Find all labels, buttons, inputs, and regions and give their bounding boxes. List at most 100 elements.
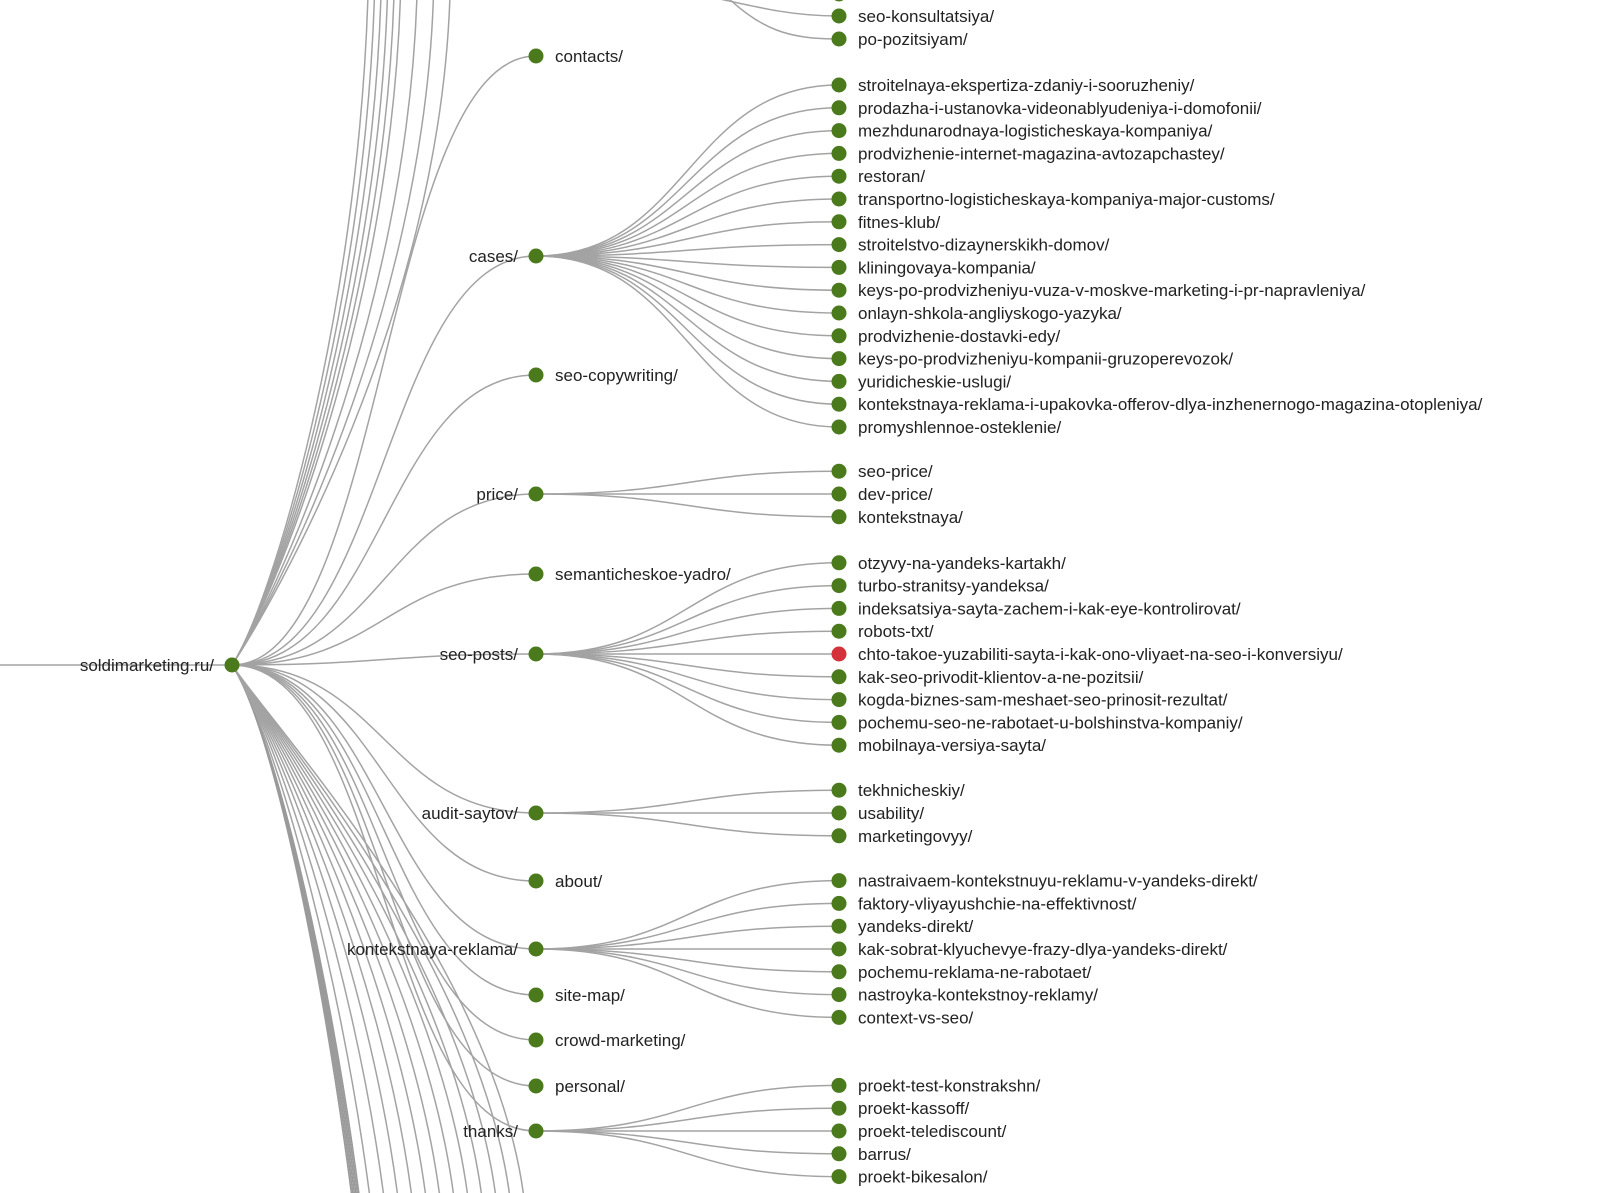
node-dot-icon[interactable]: [831, 987, 847, 1003]
tree-leaf-node[interactable]: context-vs-seo/: [831, 1008, 974, 1027]
tree-section-node[interactable]: crowd-marketing/: [528, 1031, 686, 1050]
tree-section-node[interactable]: site-map/: [528, 986, 626, 1005]
tree-leaf-node[interactable]: kliningovaya-kompania/: [831, 258, 1036, 277]
node-dot-icon[interactable]: [528, 1078, 544, 1094]
tree-leaf-node[interactable]: onlayn-shkola-angliyskogo-yazyka/: [831, 304, 1122, 323]
node-dot-icon[interactable]: [831, 8, 847, 24]
node-dot-icon[interactable]: [831, 509, 847, 525]
node-dot-icon[interactable]: [528, 987, 544, 1003]
node-label[interactable]: soldimarketing.ru/: [80, 656, 214, 675]
node-label[interactable]: fitnes-klub/: [858, 213, 940, 232]
node-dot-icon[interactable]: [528, 941, 544, 957]
node-label[interactable]: context-vs-seo/: [858, 1008, 974, 1027]
tree-leaf-node[interactable]: nastroyka-kontekstnoy-reklamy/: [831, 986, 1099, 1005]
tree-leaf-node[interactable]: kak-seo-privodit-klientov-a-ne-pozitsii/: [831, 668, 1144, 687]
node-dot-icon[interactable]: [831, 259, 847, 275]
node-label[interactable]: seo-copywriting/: [555, 366, 678, 385]
tree-leaf-node[interactable]: proekt-kassoff/: [831, 1099, 970, 1118]
tree-leaf-node[interactable]: chto-takoe-yuzabiliti-sayta-i-kak-ono-vl…: [831, 645, 1343, 664]
tree-leaf-node[interactable]: usability/: [831, 804, 925, 823]
node-label[interactable]: proekt-bikesalon/: [858, 1168, 988, 1187]
node-dot-icon[interactable]: [831, 463, 847, 479]
tree-leaf-node[interactable]: stroitelnaya-ekspertiza-zdaniy-i-sooruzh…: [831, 76, 1195, 95]
node-dot-icon[interactable]: [831, 873, 847, 889]
node-label[interactable]: pochemu-seo-ne-rabotaet-u-bolshinstva-ko…: [858, 713, 1243, 732]
node-dot-icon[interactable]: [831, 805, 847, 821]
tree-section-node[interactable]: audit-saytov/: [422, 804, 544, 823]
node-label[interactable]: prodvizhenie-internet-magazina-avtozapch…: [858, 144, 1225, 163]
node-dot-icon[interactable]: [528, 486, 544, 502]
node-label[interactable]: proekt-kassoff/: [858, 1099, 969, 1118]
node-dot-icon[interactable]: [831, 895, 847, 911]
node-label[interactable]: about/: [555, 872, 603, 891]
node-dot-icon[interactable]: [831, 351, 847, 367]
node-label[interactable]: kogda-biznes-sam-meshaet-seo-prinosit-re…: [858, 691, 1228, 710]
tree-root-node[interactable]: soldimarketing.ru/: [80, 656, 240, 675]
node-dot-icon[interactable]: [831, 941, 847, 957]
tree-leaf-node[interactable]: tekhnicheskiy/: [831, 781, 966, 800]
tree-leaf-node[interactable]: fitnes-klub/: [831, 213, 941, 232]
node-dot-icon[interactable]: [831, 168, 847, 184]
tree-leaf-node[interactable]: marketingovyy/: [831, 827, 973, 846]
node-dot-icon[interactable]: [528, 873, 544, 889]
tree-section-node[interactable]: cases/: [469, 247, 544, 266]
node-label[interactable]: prodazha-i-ustanovka-videonablyudeniya-i…: [858, 99, 1262, 118]
tree-leaf-node[interactable]: prodazha-i-ustanovka-videonablyudeniya-i…: [831, 99, 1262, 118]
tree-leaf-node[interactable]: keys-po-prodvizheniyu-kompanii-gruzopere…: [831, 350, 1234, 369]
node-label[interactable]: mobilnaya-versiya-sayta/: [858, 736, 1046, 755]
tree-leaf-node[interactable]: keys-po-prodvizheniyu-vuza-v-moskve-mark…: [831, 281, 1366, 300]
tree-leaf-node[interactable]: transportno-logisticheskaya-kompaniya-ma…: [831, 190, 1275, 209]
node-dot-icon[interactable]: [224, 657, 240, 673]
tree-leaf-node[interactable]: restoran/: [831, 167, 926, 186]
node-dot-icon[interactable]: [831, 282, 847, 298]
node-dot-icon[interactable]: [831, 578, 847, 594]
node-dot-icon[interactable]: [831, 600, 847, 616]
tree-leaf-node[interactable]: proekt-bikesalon/: [831, 1168, 988, 1187]
node-label[interactable]: kak-sobrat-klyuchevye-frazy-dlya-yandeks…: [858, 940, 1228, 959]
node-label[interactable]: keys-po-prodvizheniyu-kompanii-gruzopere…: [858, 350, 1233, 369]
node-dot-icon[interactable]: [831, 782, 847, 798]
tree-section-node[interactable]: personal/: [528, 1077, 626, 1096]
node-label[interactable]: yandeks-direkt/: [858, 917, 974, 936]
tree-leaf-node[interactable]: faktory-vliyayushchie-na-effektivnost/: [831, 894, 1137, 913]
node-label[interactable]: site-map/: [555, 986, 625, 1005]
tree-leaf-node[interactable]: pochemu-seo-ne-rabotaet-u-bolshinstva-ko…: [831, 713, 1243, 732]
node-label[interactable]: pochemu-reklama-ne-rabotaet/: [858, 963, 1092, 982]
node-dot-icon[interactable]: [528, 1032, 544, 1048]
node-label[interactable]: kontekstnaya/: [858, 508, 963, 527]
node-dot-icon[interactable]: [831, 237, 847, 253]
tree-leaf-node[interactable]: kogda-biznes-sam-meshaet-seo-prinosit-re…: [831, 691, 1228, 710]
tree-leaf-node[interactable]: turbo-stranitsy-yandeksa/: [831, 577, 1050, 596]
node-dot-icon[interactable]: [831, 714, 847, 730]
tree-leaf-node[interactable]: mezhdunarodnaya-logisticheskaya-kompaniy…: [831, 122, 1213, 141]
node-dot-icon[interactable]: [831, 1077, 847, 1093]
node-dot-icon[interactable]: [831, 396, 847, 412]
tree-leaf-node[interactable]: kontekstnaya/: [831, 508, 964, 527]
node-dot-icon[interactable]: [831, 328, 847, 344]
node-label[interactable]: kontekstnaya-reklama/: [347, 940, 518, 959]
tree-leaf-node[interactable]: proekt-test-konstrakshn/: [831, 1076, 1041, 1095]
node-dot-icon[interactable]: [831, 1100, 847, 1116]
node-dot-icon[interactable]: [528, 646, 544, 662]
tree-leaf-node[interactable]: barrus/: [831, 1145, 912, 1164]
node-label[interactable]: dev-price/: [858, 485, 933, 504]
node-dot-icon[interactable]: [831, 191, 847, 207]
tree-section-node[interactable]: contacts/: [528, 47, 624, 66]
tree-leaf-node[interactable]: prodvizhenie-internet-magazina-avtozapch…: [831, 144, 1225, 163]
tree-leaf-node[interactable]: seo-price/: [831, 462, 933, 481]
node-label[interactable]: transportno-logisticheskaya-kompaniya-ma…: [858, 190, 1275, 209]
node-dot-icon[interactable]: [831, 145, 847, 161]
node-dot-icon[interactable]: [831, 623, 847, 639]
tree-section-node[interactable]: seo-posts/: [440, 645, 544, 664]
tree-leaf-node[interactable]: kak-sobrat-klyuchevye-frazy-dlya-yandeks…: [831, 940, 1228, 959]
node-dot-icon[interactable]: [831, 486, 847, 502]
node-dot-icon[interactable]: [831, 214, 847, 230]
node-label[interactable]: proekt-test-konstrakshn/: [858, 1076, 1041, 1095]
tree-leaf-node[interactable]: seo-konsultatsiya/: [831, 7, 995, 26]
node-dot-icon[interactable]: [831, 100, 847, 116]
node-dot-icon[interactable]: [831, 828, 847, 844]
node-label[interactable]: nastroyka-kontekstnoy-reklamy/: [858, 986, 1098, 1005]
node-dot-icon[interactable]: [528, 48, 544, 64]
node-label[interactable]: onlayn-shkola-angliyskogo-yazyka/: [858, 304, 1122, 323]
node-label[interactable]: usability/: [858, 804, 924, 823]
